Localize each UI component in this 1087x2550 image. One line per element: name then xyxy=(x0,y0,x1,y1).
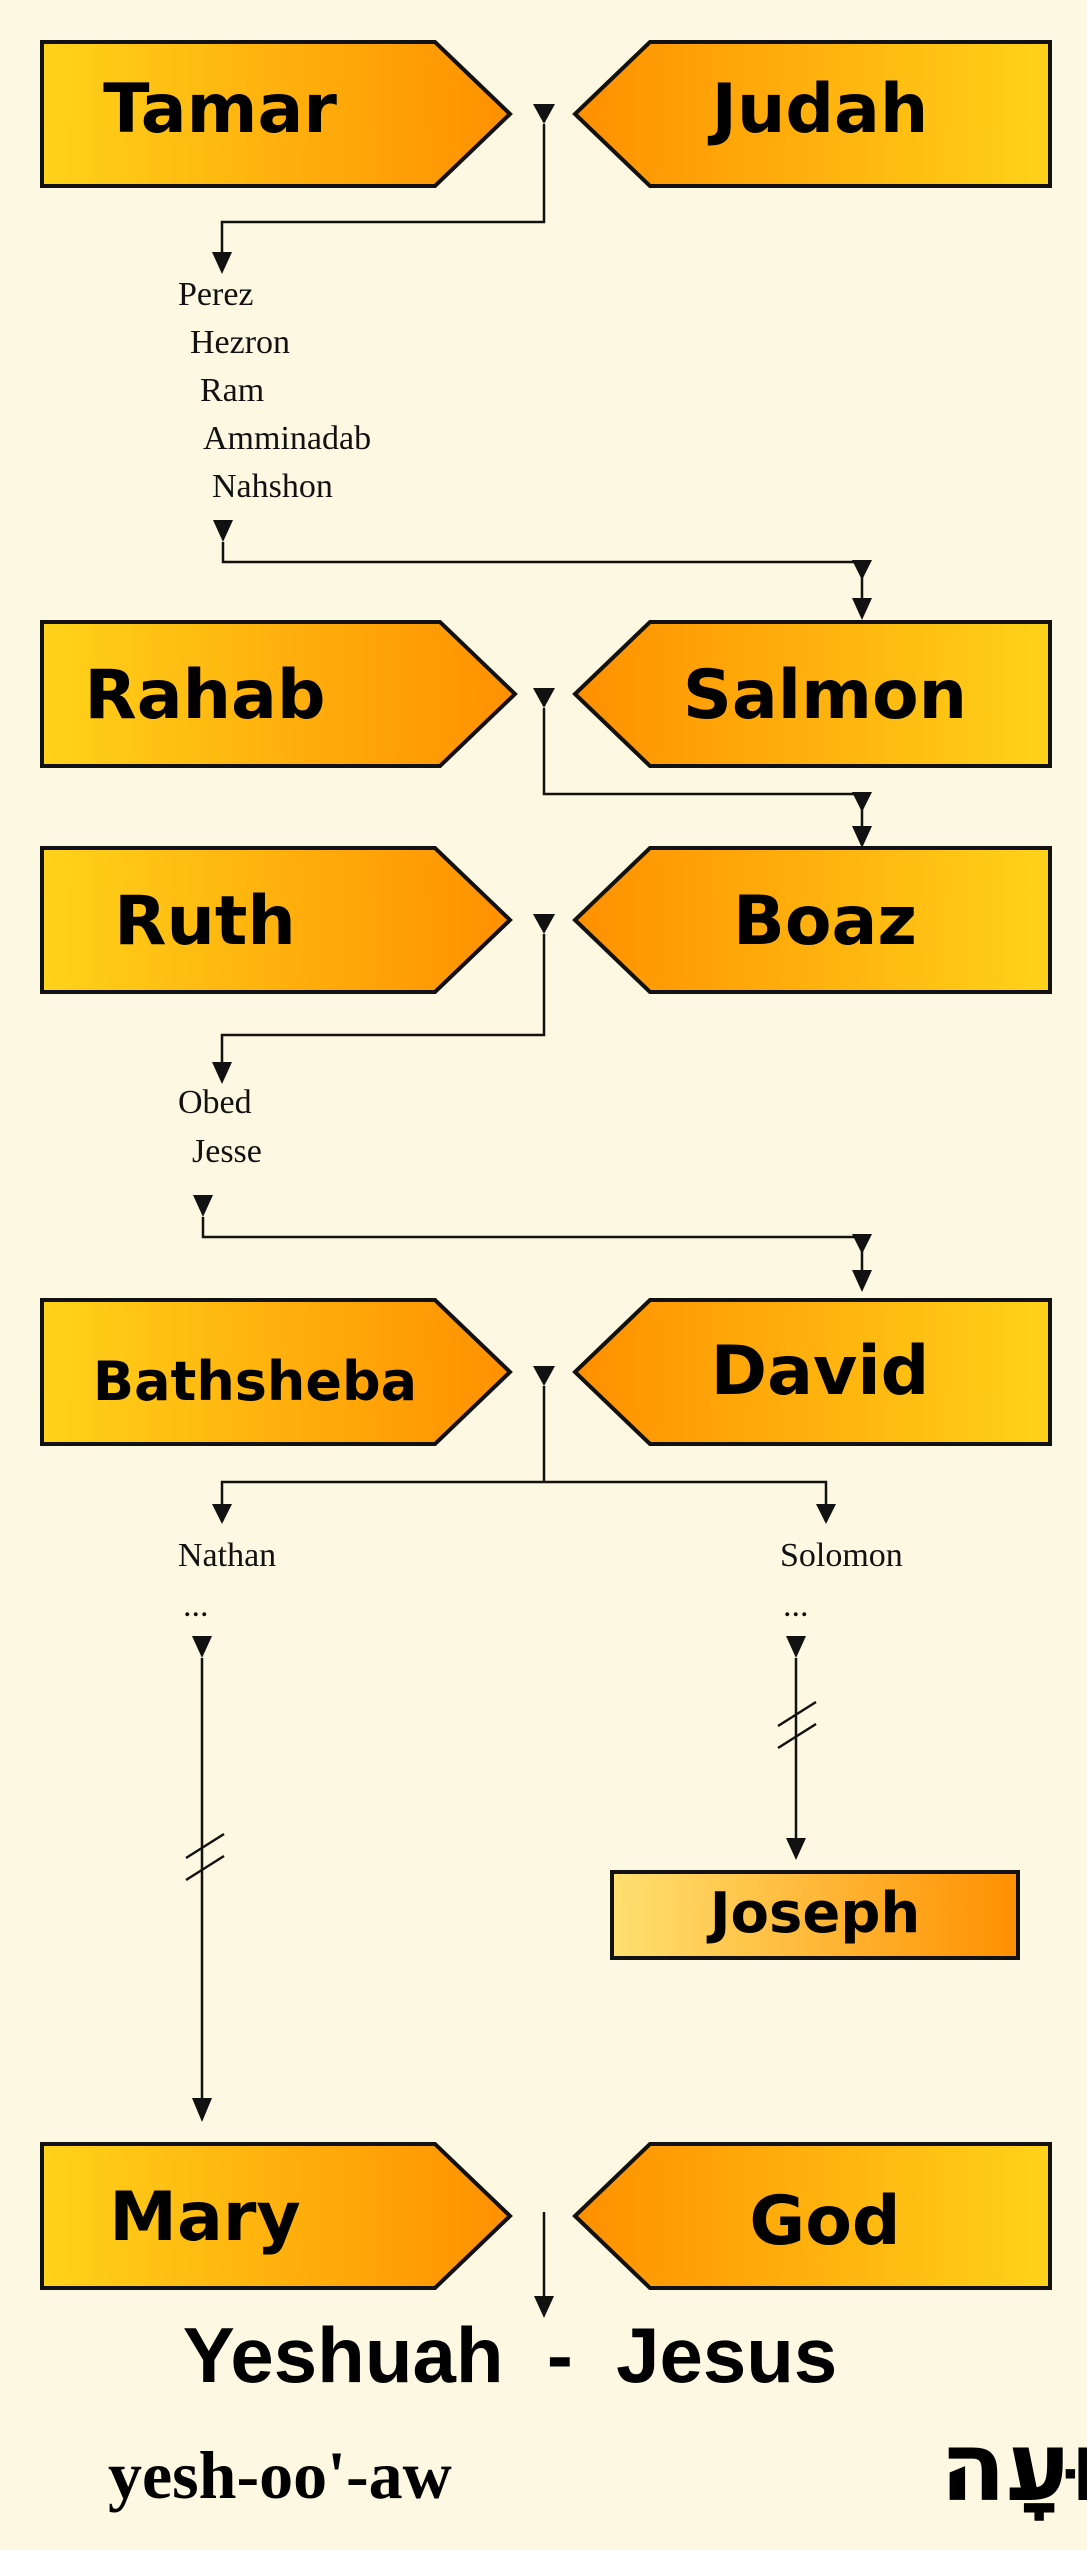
bathsheba-box xyxy=(40,1298,513,1446)
connector-judah-perez xyxy=(212,104,555,274)
ruth-label: Ruth xyxy=(114,882,296,961)
generations-list-2: Obed Jesse xyxy=(178,1084,262,1170)
couple-ruth-boaz: Ruth Boaz xyxy=(40,846,1052,994)
salmon-box xyxy=(572,620,1052,768)
branch-solomon: Solomon xyxy=(780,1537,903,1574)
judah-box xyxy=(572,40,1052,188)
connector-solomon-joseph xyxy=(777,1636,817,1860)
break-mark-1a xyxy=(185,1832,225,1860)
gen-ram: Ram xyxy=(200,372,264,409)
connector-jesse-david xyxy=(193,1195,872,1292)
branch-right: Solomon ... xyxy=(780,1537,903,1624)
result-section: Yeshuah - Jesus yesh-oo'-aw יְשׁוּעָה xyxy=(108,2311,1087,2523)
branch-nathan: Nathan xyxy=(178,1537,276,1574)
couple-tamar-judah: Tamar Judah xyxy=(40,40,1052,188)
generations-list-1: Perez Hezron Ram Amminadab Nahshon xyxy=(178,276,371,505)
branch-nathan-ellipsis: ... xyxy=(183,1587,209,1624)
god-label: God xyxy=(749,2182,900,2261)
break-mark-1b xyxy=(185,1854,225,1882)
rahab-label: Rahab xyxy=(84,656,325,735)
gen-jesse: Jesse xyxy=(192,1133,262,1170)
boaz-box xyxy=(572,846,1052,994)
couple-bathsheba-david: Bathsheba David xyxy=(40,1298,1052,1446)
connector-nathan-mary xyxy=(185,1636,225,2122)
tamar-box xyxy=(40,40,513,188)
joseph-node: Joseph xyxy=(610,1870,1020,1960)
result-title: Yeshuah - Jesus xyxy=(183,2311,838,2399)
joseph-label: Joseph xyxy=(706,1881,921,1946)
gen-perez: Perez xyxy=(178,276,254,313)
connector-boaz-obed xyxy=(212,914,555,1084)
connector-david-branches xyxy=(212,1366,836,1524)
joseph-box xyxy=(610,1870,1020,1960)
rahab-box xyxy=(40,620,518,768)
god-box xyxy=(572,2142,1052,2290)
gen-obed: Obed xyxy=(178,1084,252,1121)
branch-solomon-ellipsis: ... xyxy=(783,1587,809,1624)
bathsheba-label: Bathsheba xyxy=(93,1350,417,1413)
connector-nahshon-salmon xyxy=(213,520,872,620)
mary-box xyxy=(40,2142,513,2290)
couple-rahab-salmon: Rahab Salmon xyxy=(40,620,1052,768)
mary-label: Mary xyxy=(109,2178,300,2257)
branch-left: Nathan ... xyxy=(178,1537,276,1624)
connector-salmon-boaz xyxy=(533,688,872,848)
couple-mary-god: Mary God xyxy=(40,2142,1052,2290)
gen-nahshon: Nahshon xyxy=(212,468,333,505)
ruth-box xyxy=(40,846,513,994)
result-hebrew: יְשׁוּעָה xyxy=(940,2411,1087,2523)
break-mark-2b xyxy=(777,1722,817,1750)
david-label: David xyxy=(711,1332,930,1411)
boaz-label: Boaz xyxy=(733,882,917,961)
salmon-label: Salmon xyxy=(683,656,967,735)
david-box xyxy=(572,1298,1052,1446)
judah-label: Judah xyxy=(708,70,929,149)
gen-amminadab: Amminadab xyxy=(203,420,371,457)
gen-hezron: Hezron xyxy=(190,324,290,361)
result-transliteration: yesh-oo'-aw xyxy=(108,2437,452,2513)
connector-mary-god-child xyxy=(534,2212,554,2318)
break-mark-2a xyxy=(777,1700,817,1728)
tamar-label: Tamar xyxy=(103,70,337,149)
